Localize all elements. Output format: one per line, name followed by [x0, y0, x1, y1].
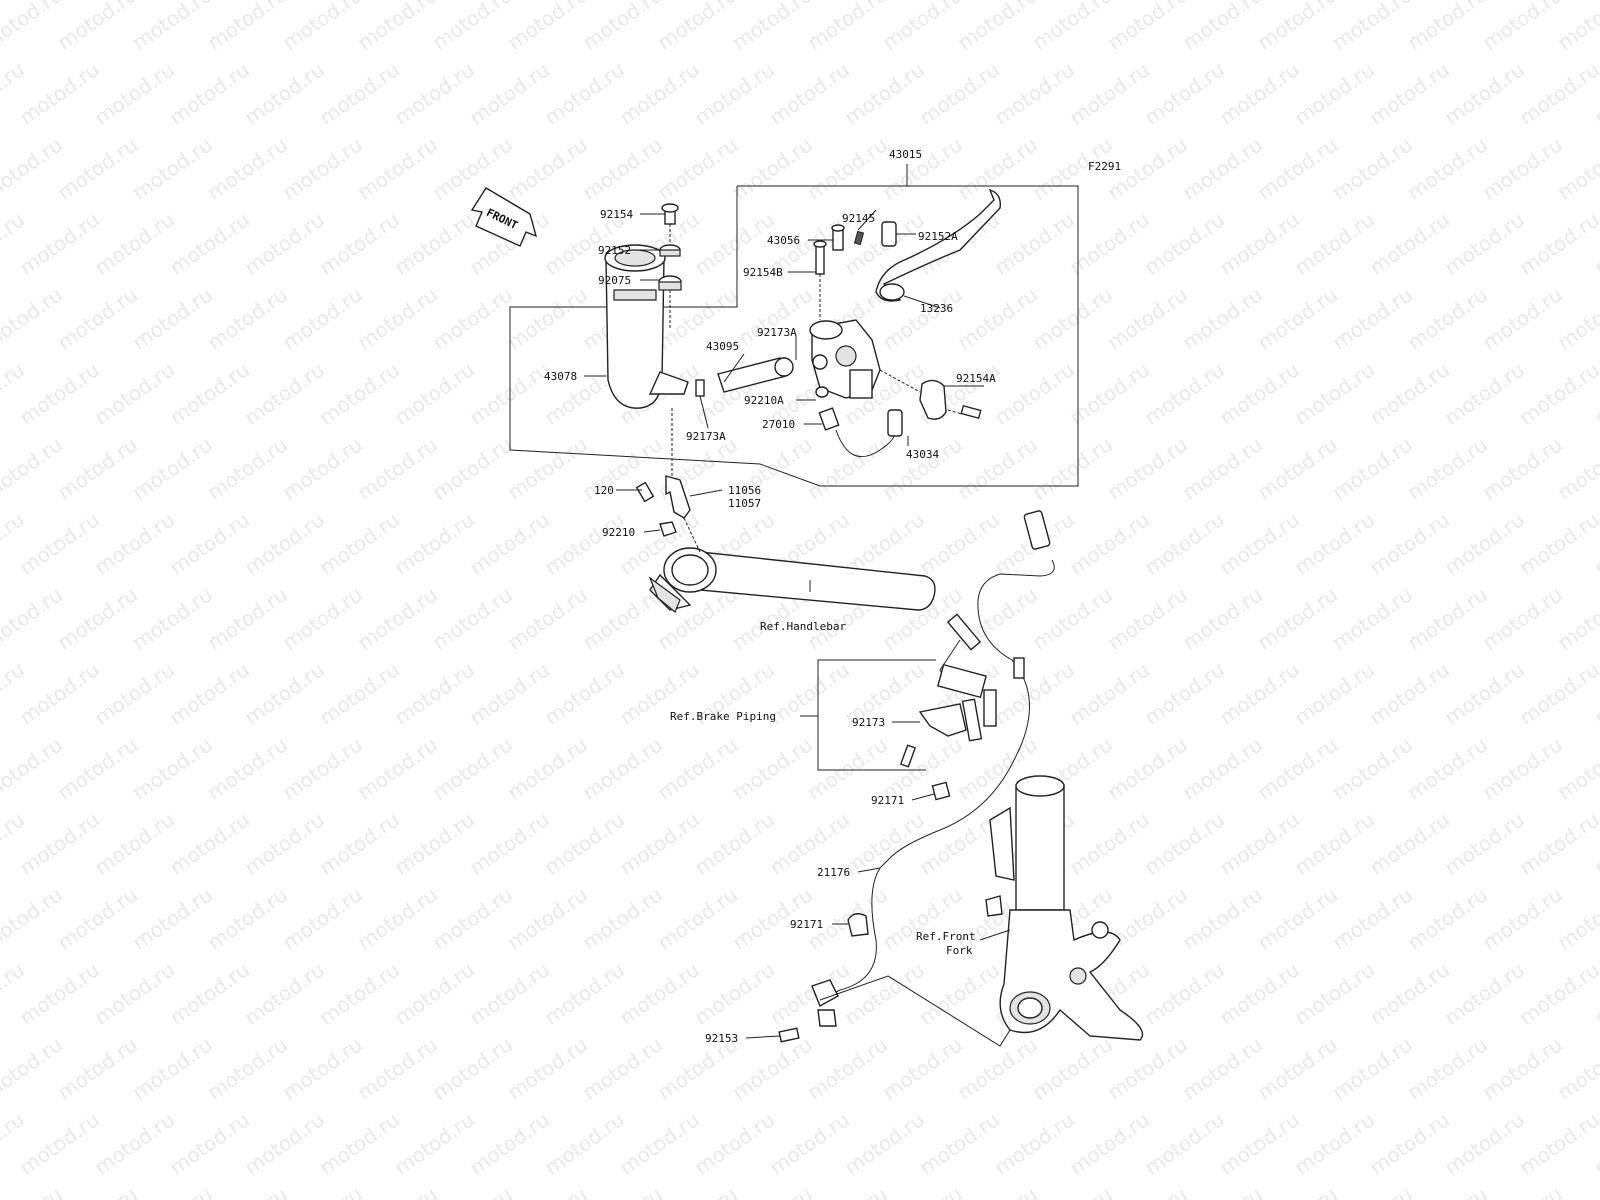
diagram-code: F2291 — [1088, 160, 1121, 173]
label-11056: 11056 — [728, 484, 761, 497]
brake-switch-part — [818, 407, 903, 458]
label-92145: 92145 — [842, 212, 875, 225]
master-cylinder-body-part — [809, 319, 881, 399]
reference-labels: Ref.Handlebar Ref.Brake Piping Ref.Front… — [670, 620, 976, 957]
ref-brake-piping-label: Ref.Brake Piping — [670, 710, 776, 723]
label-43034: 43034 — [906, 448, 939, 461]
label-92171-bottom: 92171 — [790, 918, 823, 931]
reservoir-hose-part — [695, 357, 794, 397]
bracket-part — [635, 408, 701, 553]
part-labels: 43015 92154 92152 92075 92145 43056 9215… — [544, 148, 996, 1045]
label-92152: 92152 — [598, 244, 631, 257]
label-11057: 11057 — [728, 497, 761, 510]
label-92210A: 92210A — [744, 394, 784, 407]
label-92210: 92210 — [602, 526, 635, 539]
ref-front-fork-label-1: Ref.Front — [916, 930, 976, 943]
reservoir-cap-parts — [658, 203, 682, 330]
label-92154: 92154 — [600, 208, 633, 221]
reservoir-part — [604, 244, 689, 409]
handlebar-part — [648, 547, 936, 613]
ref-front-fork-label-2: Fork — [946, 944, 973, 957]
leader-lines — [584, 209, 1011, 1047]
brake-piping-junction-part — [778, 613, 997, 1043]
small-fasteners — [813, 221, 897, 398]
front-arrow-icon: FRONT — [470, 187, 538, 247]
label-43095: 43095 — [706, 340, 739, 353]
label-92173A-bottom: 92173A — [686, 430, 726, 443]
label-92154A: 92154A — [956, 372, 996, 385]
label-43056: 43056 — [767, 234, 800, 247]
label-43078: 43078 — [544, 370, 577, 383]
label-92075: 92075 — [598, 274, 631, 287]
label-120: 120 — [594, 484, 614, 497]
brake-hose-part — [811, 510, 1055, 1027]
lever-clamp-part — [879, 369, 982, 420]
label-92173: 92173 — [852, 716, 885, 729]
front-fork-part — [985, 775, 1144, 1041]
label-92152A: 92152A — [918, 230, 958, 243]
label-21176: 21176 — [817, 866, 850, 879]
brake-lever-part — [875, 188, 1001, 302]
label-92171-top: 92171 — [871, 794, 904, 807]
label-13236: 13236 — [920, 302, 953, 315]
label-43015: 43015 — [889, 148, 922, 161]
label-92154B: 92154B — [743, 266, 783, 279]
label-92173A-top: 92173A — [757, 326, 797, 339]
ref-handlebar-label: Ref.Handlebar — [760, 620, 846, 633]
label-92153: 92153 — [705, 1032, 738, 1045]
label-27010: 27010 — [762, 418, 795, 431]
